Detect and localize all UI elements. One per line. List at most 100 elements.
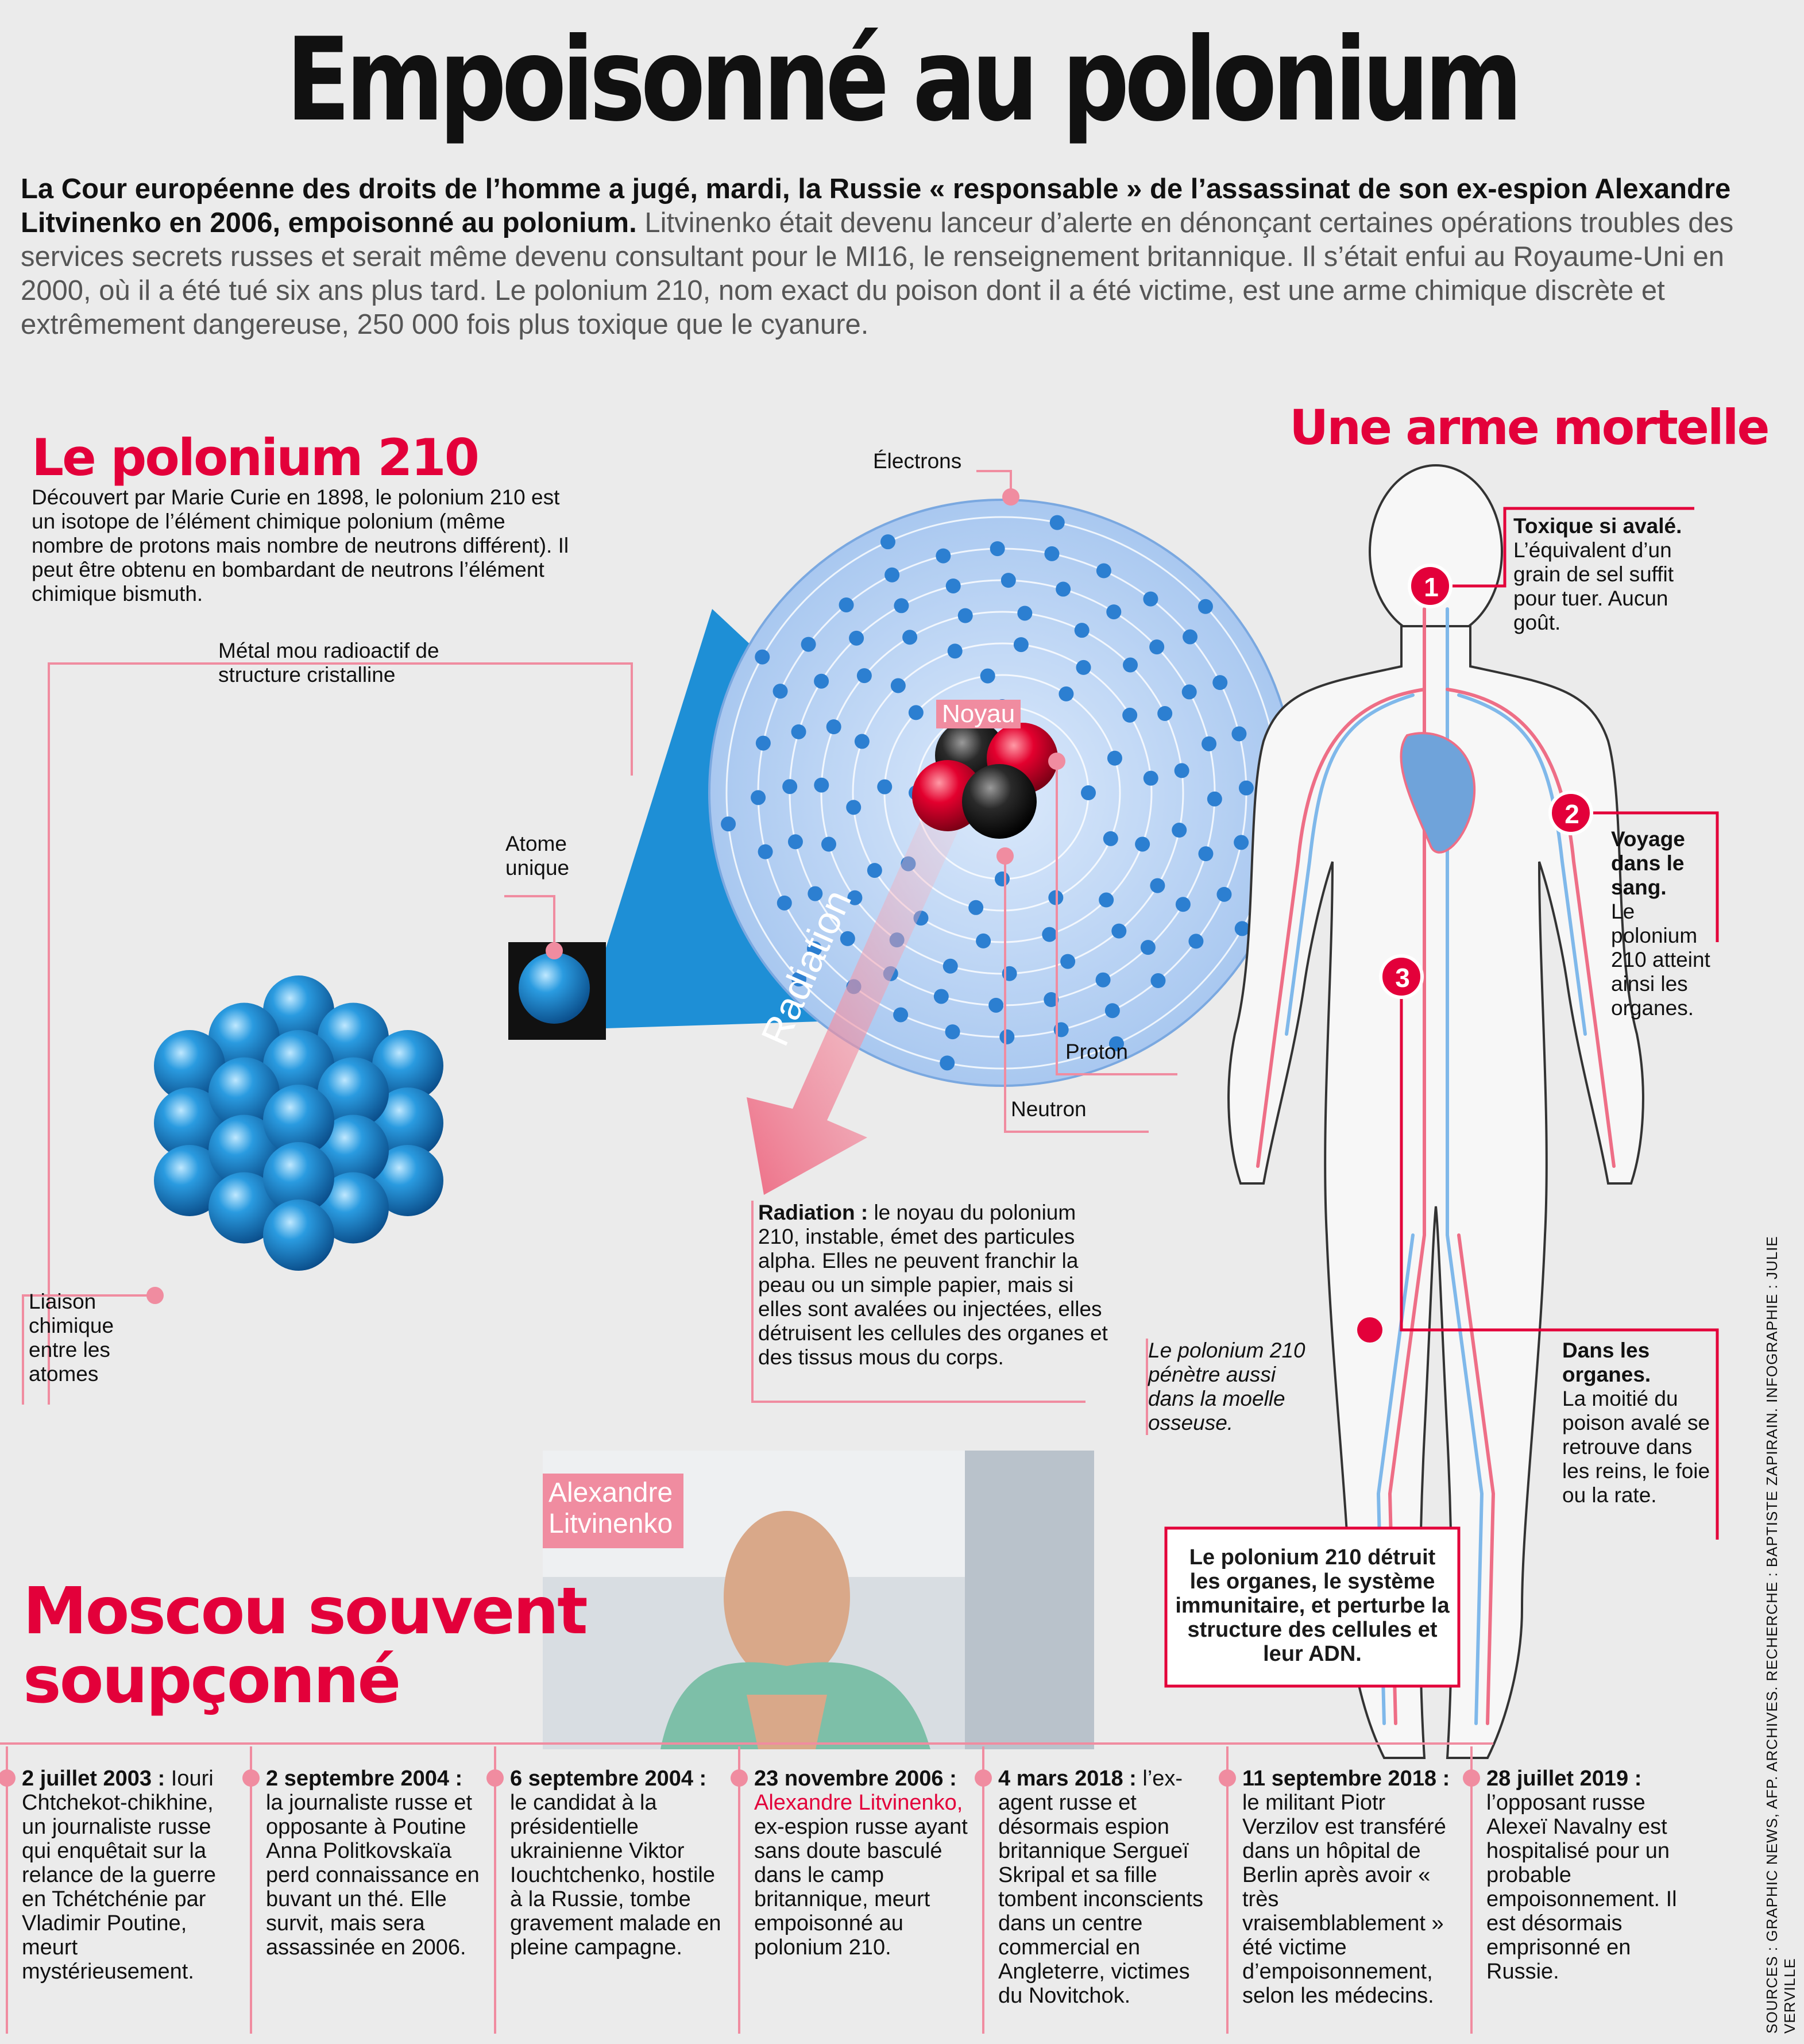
- electrons: [721, 515, 1284, 1071]
- lattice-atom: [318, 1002, 389, 1074]
- electron: [1059, 686, 1074, 701]
- intro-rest: Litvinenko était devenu lanceur d’alerte…: [21, 207, 1734, 340]
- timeline-divider: [6, 1746, 8, 2034]
- blood-vessels: [1256, 607, 1616, 1725]
- point1-title: Toxique si avalé.: [1513, 514, 1682, 538]
- electron: [839, 597, 854, 612]
- marker-2: [1548, 790, 1593, 835]
- electron: [755, 649, 770, 665]
- human-body: [1227, 464, 1644, 1759]
- electron: [980, 668, 995, 684]
- moscou-heading-line1: Moscou souvent: [23, 1574, 588, 1649]
- electron: [933, 989, 949, 1004]
- marrow-dot: [1357, 1317, 1382, 1343]
- electron-shell: [852, 642, 1153, 943]
- point3-body: La moitié du poison avalé se retrouve da…: [1562, 1387, 1710, 1507]
- electron: [721, 816, 736, 832]
- electron: [1183, 629, 1198, 645]
- leader-lines: [22, 470, 1177, 1405]
- electron: [1042, 927, 1057, 942]
- marker-1: [1408, 564, 1453, 608]
- electron: [1104, 1003, 1120, 1019]
- electron: [847, 890, 863, 905]
- timeline-date: 6 septembre 2004 :: [510, 1767, 707, 1791]
- electron: [1238, 780, 1254, 796]
- point3-text: Dans les organes. La moitié du poison av…: [1562, 1339, 1712, 1507]
- intro-paragraph: La Cour européenne des droits de l’homme…: [21, 172, 1755, 342]
- electron: [945, 578, 961, 593]
- electron: [968, 900, 984, 915]
- electron: [1174, 763, 1189, 778]
- marker-3: [1379, 954, 1424, 999]
- moscou-heading-line2: soupçonné: [23, 1643, 401, 1718]
- electron: [1044, 992, 1059, 1008]
- electron: [1135, 836, 1150, 852]
- single-atom: [519, 952, 590, 1024]
- nucleus-neutron: [962, 764, 1037, 839]
- timeline-date: 4 mars 2018 :: [998, 1767, 1143, 1791]
- electron: [814, 673, 829, 689]
- electron: [1107, 750, 1122, 766]
- lattice-atom: [263, 1030, 334, 1101]
- electrons-label: Électrons: [873, 449, 962, 473]
- lattice-atom: [208, 1172, 280, 1244]
- electron: [1099, 892, 1114, 908]
- electron: [1172, 823, 1187, 838]
- point3-title: Dans les organes.: [1562, 1339, 1651, 1386]
- page-title: Empoisonné au polonium: [286, 13, 1523, 147]
- lattice-atom: [154, 1087, 225, 1159]
- lattice-atom: [263, 1200, 334, 1271]
- electron: [856, 668, 872, 684]
- polonium-heading: Le polonium 210: [32, 428, 480, 487]
- polonium-text: Découvert par Marie Curie en 1898, le po…: [32, 485, 569, 606]
- electron: [1234, 921, 1250, 936]
- electron: [1207, 791, 1222, 807]
- lattice-atom: [208, 1114, 280, 1186]
- electron: [1157, 706, 1173, 722]
- timeline-text: ex-espion russe ayant sans doute basculé…: [754, 1815, 968, 1960]
- electron: [787, 834, 803, 850]
- timeline-dot: [1463, 1769, 1480, 1787]
- timeline-dot: [486, 1769, 504, 1787]
- noyau-label: Noyau: [936, 700, 1021, 728]
- lattice-atom: [318, 1057, 389, 1129]
- timeline-text: la journaliste russe et opposante à Pout…: [266, 1791, 480, 1960]
- timeline-divider: [982, 1746, 984, 2034]
- electron: [945, 1024, 960, 1040]
- radiation-arrow: [747, 799, 965, 1195]
- electron: [846, 800, 862, 815]
- timeline-divider: [494, 1746, 496, 2034]
- electron: [1202, 736, 1217, 751]
- moscou-heading: Moscou souvent soupçonné: [23, 1574, 588, 1718]
- timeline-dot: [1219, 1769, 1236, 1787]
- lattice-atom: [372, 1145, 443, 1216]
- electron: [854, 734, 870, 749]
- timeline-text: l’opposant russe Alexeï Navalny est hosp…: [1486, 1791, 1677, 1984]
- electron: [940, 1055, 955, 1071]
- atom-label: Atome unique: [505, 832, 570, 880]
- electron: [1150, 878, 1165, 893]
- electron: [1212, 675, 1228, 691]
- electron: [1074, 623, 1090, 638]
- electron: [902, 630, 918, 645]
- electron: [995, 871, 1010, 886]
- point1-text: Toxique si avalé. L’équivalent d’un grai…: [1513, 514, 1703, 635]
- timeline-entry: 2 juillet 2003 : Iouri Chtchekot-chikhin…: [22, 1767, 240, 1984]
- electron: [884, 567, 900, 583]
- electron: [1056, 581, 1071, 597]
- timeline-dot: [242, 1769, 260, 1787]
- litvinenko-photo: [543, 1451, 1094, 1749]
- electron: [1096, 563, 1111, 579]
- electron: [976, 933, 991, 948]
- point1-body: L’équivalent d’un grain de sel suffit po…: [1513, 538, 1674, 634]
- electron: [814, 777, 829, 793]
- bond-label: Liaison chimique entre les atomes: [29, 1290, 114, 1386]
- lattice-atoms: [154, 975, 443, 1271]
- electron: [1123, 657, 1138, 673]
- radiation-body: le noyau du polonium 210, instable, émet…: [758, 1201, 1108, 1369]
- body-heading: Une arme mortelle: [1289, 399, 1770, 456]
- timeline-entry: 23 novembre 2006 : Alexandre Litvinenko,…: [754, 1767, 972, 1960]
- timeline-divider: [1470, 1746, 1473, 2034]
- timeline-divider: [738, 1746, 740, 2034]
- electron: [808, 886, 823, 901]
